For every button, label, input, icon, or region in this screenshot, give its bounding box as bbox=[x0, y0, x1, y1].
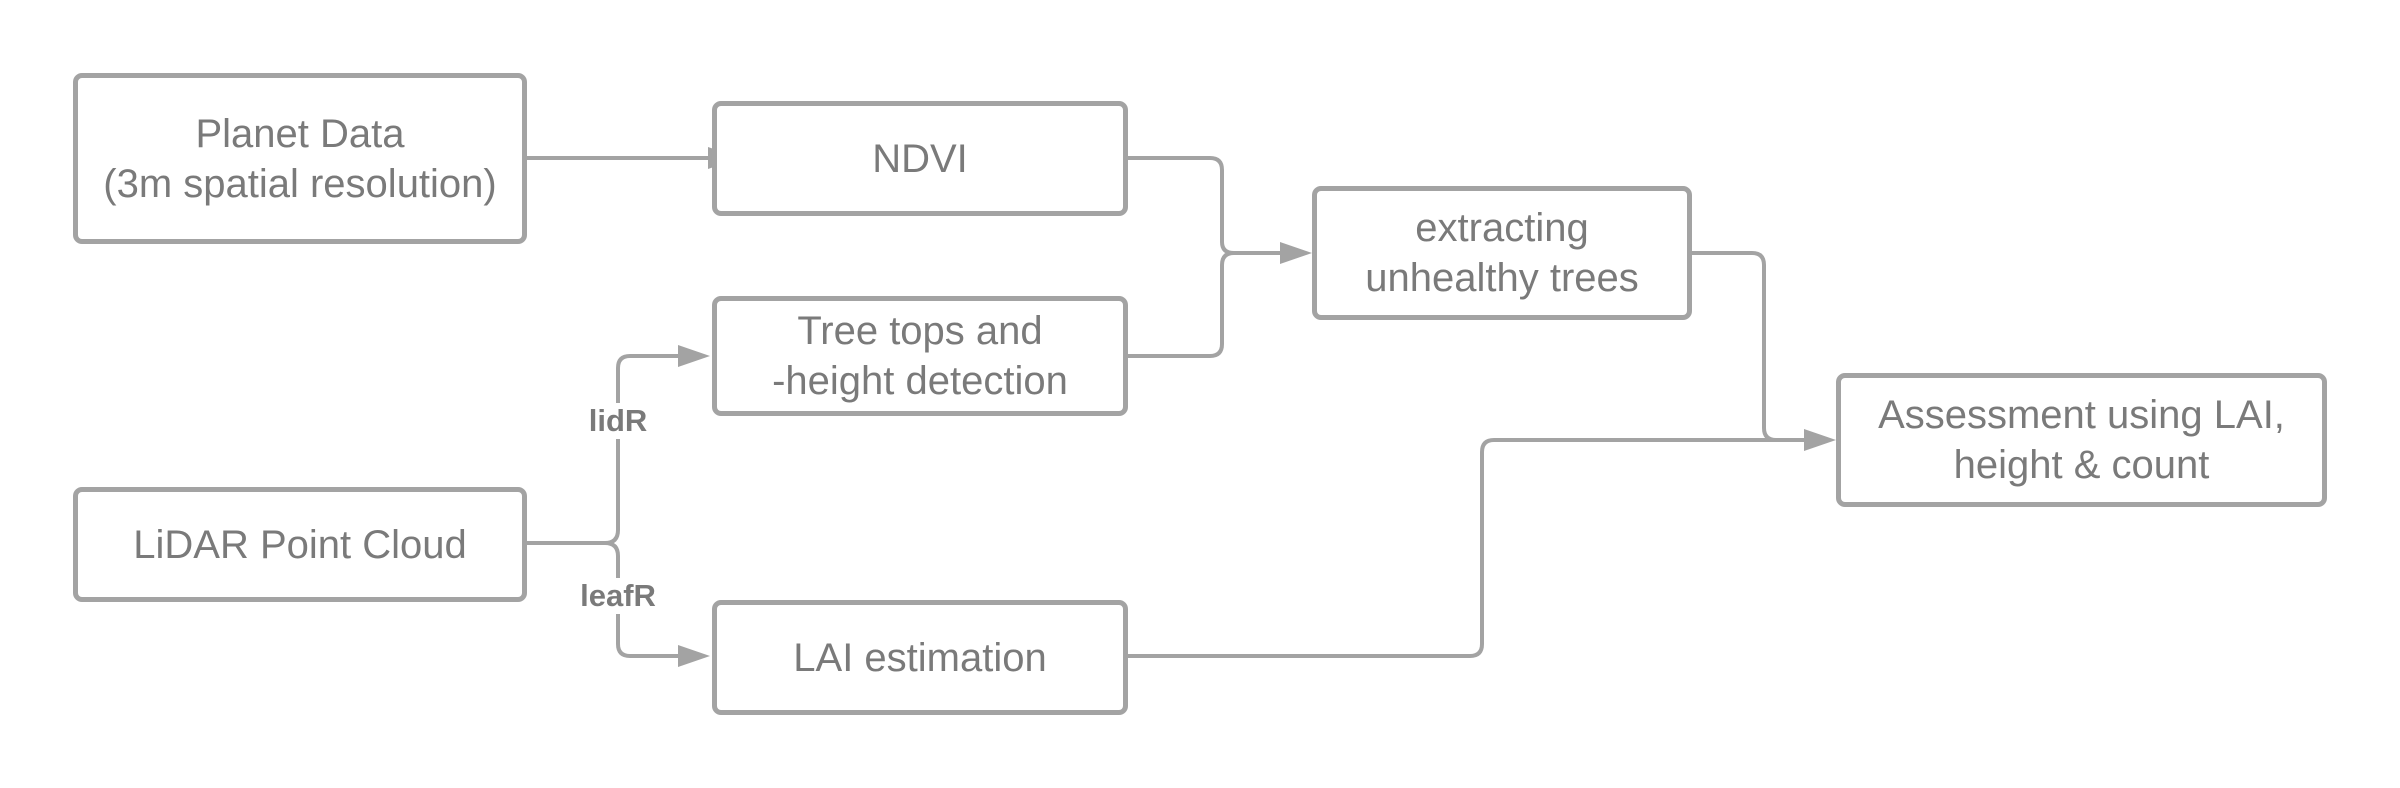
arrowhead-assessment bbox=[1804, 429, 1836, 451]
node-extracting-unhealthy-trees: extracting unhealthy trees bbox=[1312, 186, 1692, 320]
edge-extracting-to-assessment bbox=[1692, 251, 1804, 442]
node-planet-data-line2: (3m spatial resolution) bbox=[103, 161, 497, 206]
edge-lidar-to-treetops bbox=[527, 354, 678, 545]
edge-lai-to-assessment bbox=[1128, 438, 1804, 658]
node-assessment: Assessment using LAI, height & count bbox=[1836, 373, 2327, 507]
edge-ndvi-to-extracting bbox=[1128, 156, 1280, 255]
node-tree-tops: Tree tops and -height detection bbox=[712, 296, 1128, 416]
arrowhead-treetops bbox=[678, 345, 710, 367]
node-extracting-line2: unhealthy trees bbox=[1365, 256, 1639, 300]
node-assessment-line1: Assessment using LAI, bbox=[1878, 393, 2285, 437]
node-extracting-line1: extracting bbox=[1415, 206, 1589, 250]
node-assessment-line2: height & count bbox=[1953, 443, 2210, 487]
node-ndvi: NDVI bbox=[712, 101, 1128, 216]
node-lai-estimation: LAI estimation bbox=[712, 600, 1128, 715]
arrowhead-extracting bbox=[1280, 242, 1312, 264]
edge-label-leafr: leafR bbox=[578, 578, 658, 614]
node-lai-label: LAI estimation bbox=[793, 635, 1047, 680]
node-planet-data: Planet Data (3m spatial resolution) bbox=[73, 73, 527, 244]
node-planet-data-line1: Planet Data bbox=[195, 111, 405, 156]
edge-treetops-to-extracting bbox=[1128, 251, 1280, 358]
node-ndvi-label: NDVI bbox=[872, 136, 968, 181]
edge-label-lidr: lidR bbox=[586, 403, 650, 439]
node-lidar-point-cloud: LiDAR Point Cloud bbox=[73, 487, 527, 602]
node-lidar-label: LiDAR Point Cloud bbox=[133, 522, 467, 567]
node-tree-tops-line1: Tree tops and bbox=[797, 309, 1043, 353]
arrowhead-lai bbox=[678, 645, 710, 667]
node-tree-tops-line2: -height detection bbox=[772, 359, 1068, 403]
